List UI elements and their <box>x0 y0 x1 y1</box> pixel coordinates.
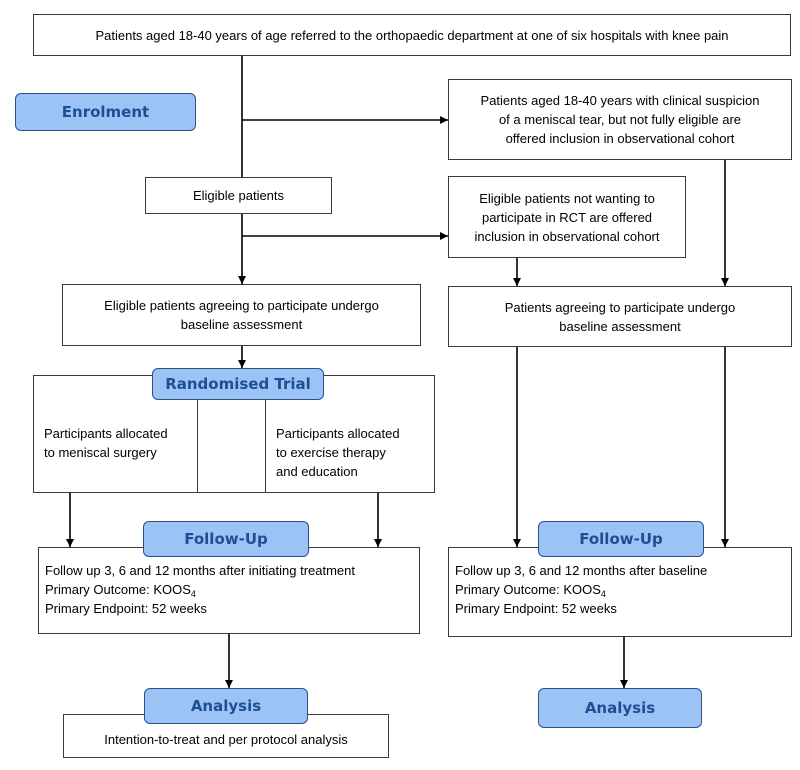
text-analysis-rct: Intention-to-treat and per protocol anal… <box>104 731 348 747</box>
label-analysis-left: Analysis <box>144 688 308 724</box>
text-followup-rct-koos-sub: 4 <box>190 589 196 599</box>
label-randomised-trial-text: Randomised Trial <box>165 375 311 393</box>
text-baseline-obs-2: baseline assessment <box>559 318 681 334</box>
text-exercise-1: Participants allocated <box>276 426 400 441</box>
box-baseline-rct: Eligible patients agreeing to participat… <box>62 284 421 346</box>
text-exercise-3: and education <box>276 464 358 479</box>
text-followup-obs-2: Primary Outcome: KOOS4 <box>455 580 606 599</box>
text-eligible: Eligible patients <box>192 188 285 203</box>
text-suspicion-3: offered inclusion in observational cohor… <box>505 131 735 146</box>
text-exercise-2: to exercise therapy <box>276 445 386 460</box>
box-suspicion: Patients aged 18-40 years with clinical … <box>448 79 792 160</box>
label-randomised-trial: Randomised Trial <box>152 368 324 400</box>
text-followup-obs-1: Follow up 3, 6 and 12 months after basel… <box>455 563 708 578</box>
text-followup-rct-2: Primary Outcome: KOOS4 <box>45 580 196 599</box>
box-followup-rct: Follow up 3, 6 and 12 months after initi… <box>38 547 420 634</box>
text-followup-rct-1: Follow up 3, 6 and 12 months after initi… <box>45 563 356 578</box>
text-not-wanting-2: participate in RCT are offered <box>481 209 653 225</box>
text-not-wanting-3: inclusion in observational cohort <box>474 228 660 244</box>
text-followup-obs-koos-sub: 4 <box>600 589 606 599</box>
box-referred: Patients aged 18-40 years of age referre… <box>33 14 791 56</box>
text-not-wanting-1: Eligible patients not wanting to <box>479 190 655 206</box>
text-baseline-obs-1: Patients agreeing to participate undergo <box>504 299 736 315</box>
text-followup-rct-outcome: Primary Outcome: KOOS <box>45 582 191 597</box>
box-not-wanting: Eligible patients not wanting to partici… <box>448 176 686 258</box>
label-followup-right-text: Follow-Up <box>579 530 663 548</box>
box-eligible: Eligible patients <box>145 177 332 214</box>
text-followup-obs-outcome: Primary Outcome: KOOS <box>455 582 601 597</box>
text-baseline-rct-1: Eligible patients agreeing to participat… <box>104 298 379 313</box>
label-analysis-right: Analysis <box>538 688 702 728</box>
label-analysis-right-text: Analysis <box>584 699 656 717</box>
text-baseline-rct-2: baseline assessment <box>180 317 303 332</box>
text-followup-obs-3: Primary Endpoint: 52 weeks <box>455 601 617 616</box>
text-surgery-1: Participants allocated <box>44 426 168 441</box>
label-followup-left-text: Follow-Up <box>184 530 268 548</box>
text-suspicion-1: Patients aged 18-40 years with clinical … <box>480 93 760 108</box>
box-exercise: Participants allocated to exercise thera… <box>265 375 435 493</box>
box-baseline-obs: Patients agreeing to participate undergo… <box>448 286 792 347</box>
text-followup-rct-3: Primary Endpoint: 52 weeks <box>45 601 207 616</box>
text-surgery-2: to meniscal surgery <box>44 445 157 460</box>
label-enrolment-text: Enrolment <box>61 103 150 121</box>
text-referred: Patients aged 18-40 years of age referre… <box>95 27 729 43</box>
text-suspicion-2: of a meniscal tear, but not fully eligib… <box>498 112 742 127</box>
box-followup-obs: Follow up 3, 6 and 12 months after basel… <box>448 547 792 637</box>
label-followup-left: Follow-Up <box>143 521 309 557</box>
label-analysis-left-text: Analysis <box>190 697 262 715</box>
label-followup-right: Follow-Up <box>538 521 704 557</box>
label-enrolment: Enrolment <box>15 93 196 131</box>
